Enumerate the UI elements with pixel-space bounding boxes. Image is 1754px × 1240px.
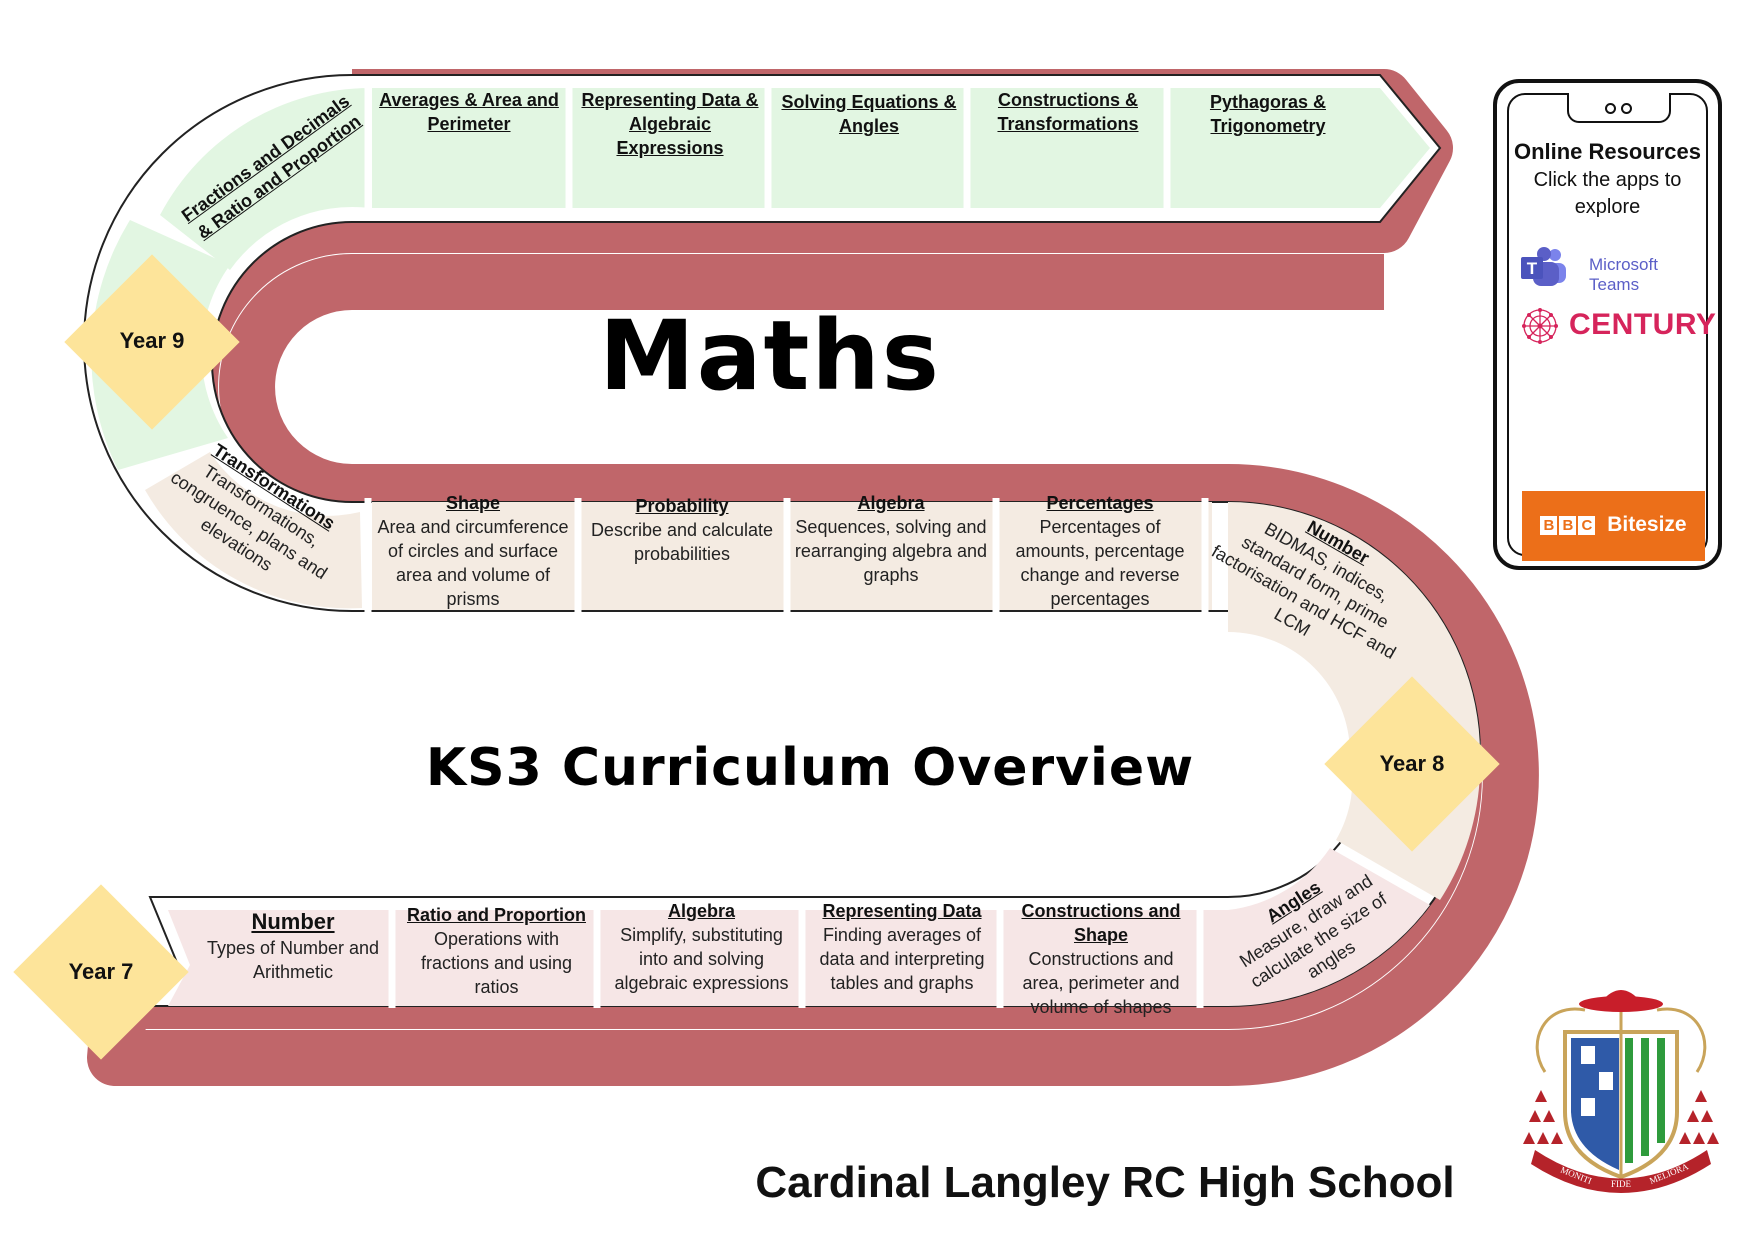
year7-topic-5-title: Constructions and Shape [1021, 901, 1181, 945]
year7-band [168, 910, 1228, 1006]
bbc-bitesize-label: Bitesize [1607, 513, 1687, 536]
phone-screen: Online Resources Click the apps to explo… [1507, 93, 1716, 561]
year9-label: Year 9 [119, 328, 185, 353]
year7-topic-4: Representing Data Finding averages of da… [808, 899, 996, 995]
bbc-block-c: C [1578, 515, 1596, 535]
phone-camera-dot [1621, 103, 1632, 114]
year7-topic-1-title: Number [251, 909, 335, 934]
year7-topic-4-title: Representing Data [822, 901, 982, 921]
crest-hat-crown [1601, 990, 1641, 1002]
microsoft-teams-icon: T [1521, 247, 1566, 286]
online-resources-phone: Online Resources Click the apps to explo… [1493, 79, 1722, 570]
year8-band [372, 502, 1212, 610]
year7-right-band [1228, 848, 1430, 1007]
year7-topic-1-desc: Types of Number and Arithmetic [206, 938, 380, 982]
year9-topic-5-title: Pythagoras & Trigonometry [1209, 92, 1327, 136]
year8-topic-1: Shape Area and circumference of circles … [372, 491, 574, 611]
year8-topic-4-desc: Percentages of amounts, percentage chang… [1015, 517, 1185, 609]
online-resources-title: Online Resources [1513, 139, 1702, 164]
svg-text:T: T [1527, 259, 1538, 278]
page-subtitle: KS3 Curriculum Overview [425, 738, 1195, 798]
crest-motto-ribbon [1531, 1150, 1711, 1193]
bbc-block-b: B [1559, 515, 1577, 535]
year7-topic-3-title: Algebra [667, 901, 736, 921]
year7-topic-3: Algebra Simplify, substituting into and … [605, 899, 798, 995]
year7-label: Year 7 [68, 959, 134, 984]
year7-topic-2: Ratio and Proportion Operations with fra… [400, 903, 593, 999]
year9-topic-2: Representing Data & Algebraic Expression… [576, 88, 764, 160]
year8-topic-2-title: Probability [635, 496, 729, 516]
year8-topic-2-desc: Describe and calculate probabilities [590, 520, 774, 564]
online-resources-subtitle: Click the apps to explore [1533, 169, 1682, 218]
phone-notch [1567, 93, 1671, 123]
crest-shield-stripes [1625, 1038, 1665, 1163]
year8-topic-4-title: Percentages [1046, 493, 1154, 513]
crest-cords [1535, 1007, 1707, 1073]
year9-topic-5: Pythagoras & Trigonometry [1174, 90, 1362, 138]
year9-topic-1-title: Averages & Area and Perimeter [379, 90, 559, 134]
crest-motto-2: FIDE [1611, 1179, 1632, 1189]
year7-topic-2-title: Ratio and Proportion [407, 905, 586, 925]
year9-curve-band [160, 88, 370, 270]
year8-topic-3-title: Algebra [857, 493, 925, 513]
year9-topic-1: Averages & Area and Perimeter [375, 88, 563, 136]
year8-topic-1-desc: Area and circumference of circles and su… [377, 517, 569, 609]
crest-hat-brim [1579, 996, 1663, 1012]
microsoft-teams-link[interactable]: T Microsoft Teams [1519, 245, 1709, 294]
year8-topic-1-title: Shape [445, 493, 501, 513]
year8-left-band [145, 452, 362, 609]
year7-topic-3-desc: Simplify, substituting into and solving … [614, 925, 789, 993]
box-dividers [364, 85, 1209, 1008]
year9-topic-3: Solving Equations & Angles [775, 90, 963, 138]
century-label: CENTURY [1569, 308, 1717, 341]
year9-topic-3-title: Solving Equations & Angles [781, 92, 957, 136]
crest-tassels [1523, 1090, 1719, 1144]
year9-topic-4: Constructions & Transformations [974, 88, 1162, 136]
year8-topic-3: Algebra Sequences, solving and rearrangi… [791, 491, 991, 587]
phone-camera-dot [1605, 103, 1616, 114]
century-logo-icon [1522, 308, 1558, 344]
year7-topic-1: Number Types of Number and Arithmetic [198, 908, 388, 984]
year9-topic-4-title: Constructions & Transformations [997, 90, 1139, 134]
year7-topic-5-desc: Constructions and area, perimeter and vo… [1022, 949, 1180, 1017]
page-title: Maths [599, 300, 941, 412]
microsoft-teams-label: Microsoft Teams [1589, 255, 1658, 294]
school-crest-icon: MONITI FIDE MELIORA [1523, 990, 1719, 1193]
school-name: Cardinal Langley RC High School [755, 1158, 1455, 1207]
year7-topic-4-desc: Finding averages of data and interpretin… [819, 925, 985, 993]
bbc-block-b: B [1540, 515, 1558, 535]
year8-topic-3-desc: Sequences, solving and rearranging algeb… [794, 517, 988, 585]
year8-topic-4: Percentages Percentages of amounts, perc… [1000, 491, 1200, 611]
year9-topic-2-title: Representing Data & Algebraic Expression… [581, 90, 759, 158]
year7-topic-2-desc: Operations with fractions and using rati… [420, 929, 573, 997]
century-link[interactable]: CENTURY [1519, 305, 1719, 349]
year7-topic-5: Constructions and Shape Constructions an… [1006, 899, 1196, 1019]
year8-topic-2: Probability Describe and calculate proba… [582, 494, 782, 566]
year8-label: Year 8 [1379, 751, 1445, 776]
crest-lions [1581, 1046, 1613, 1116]
